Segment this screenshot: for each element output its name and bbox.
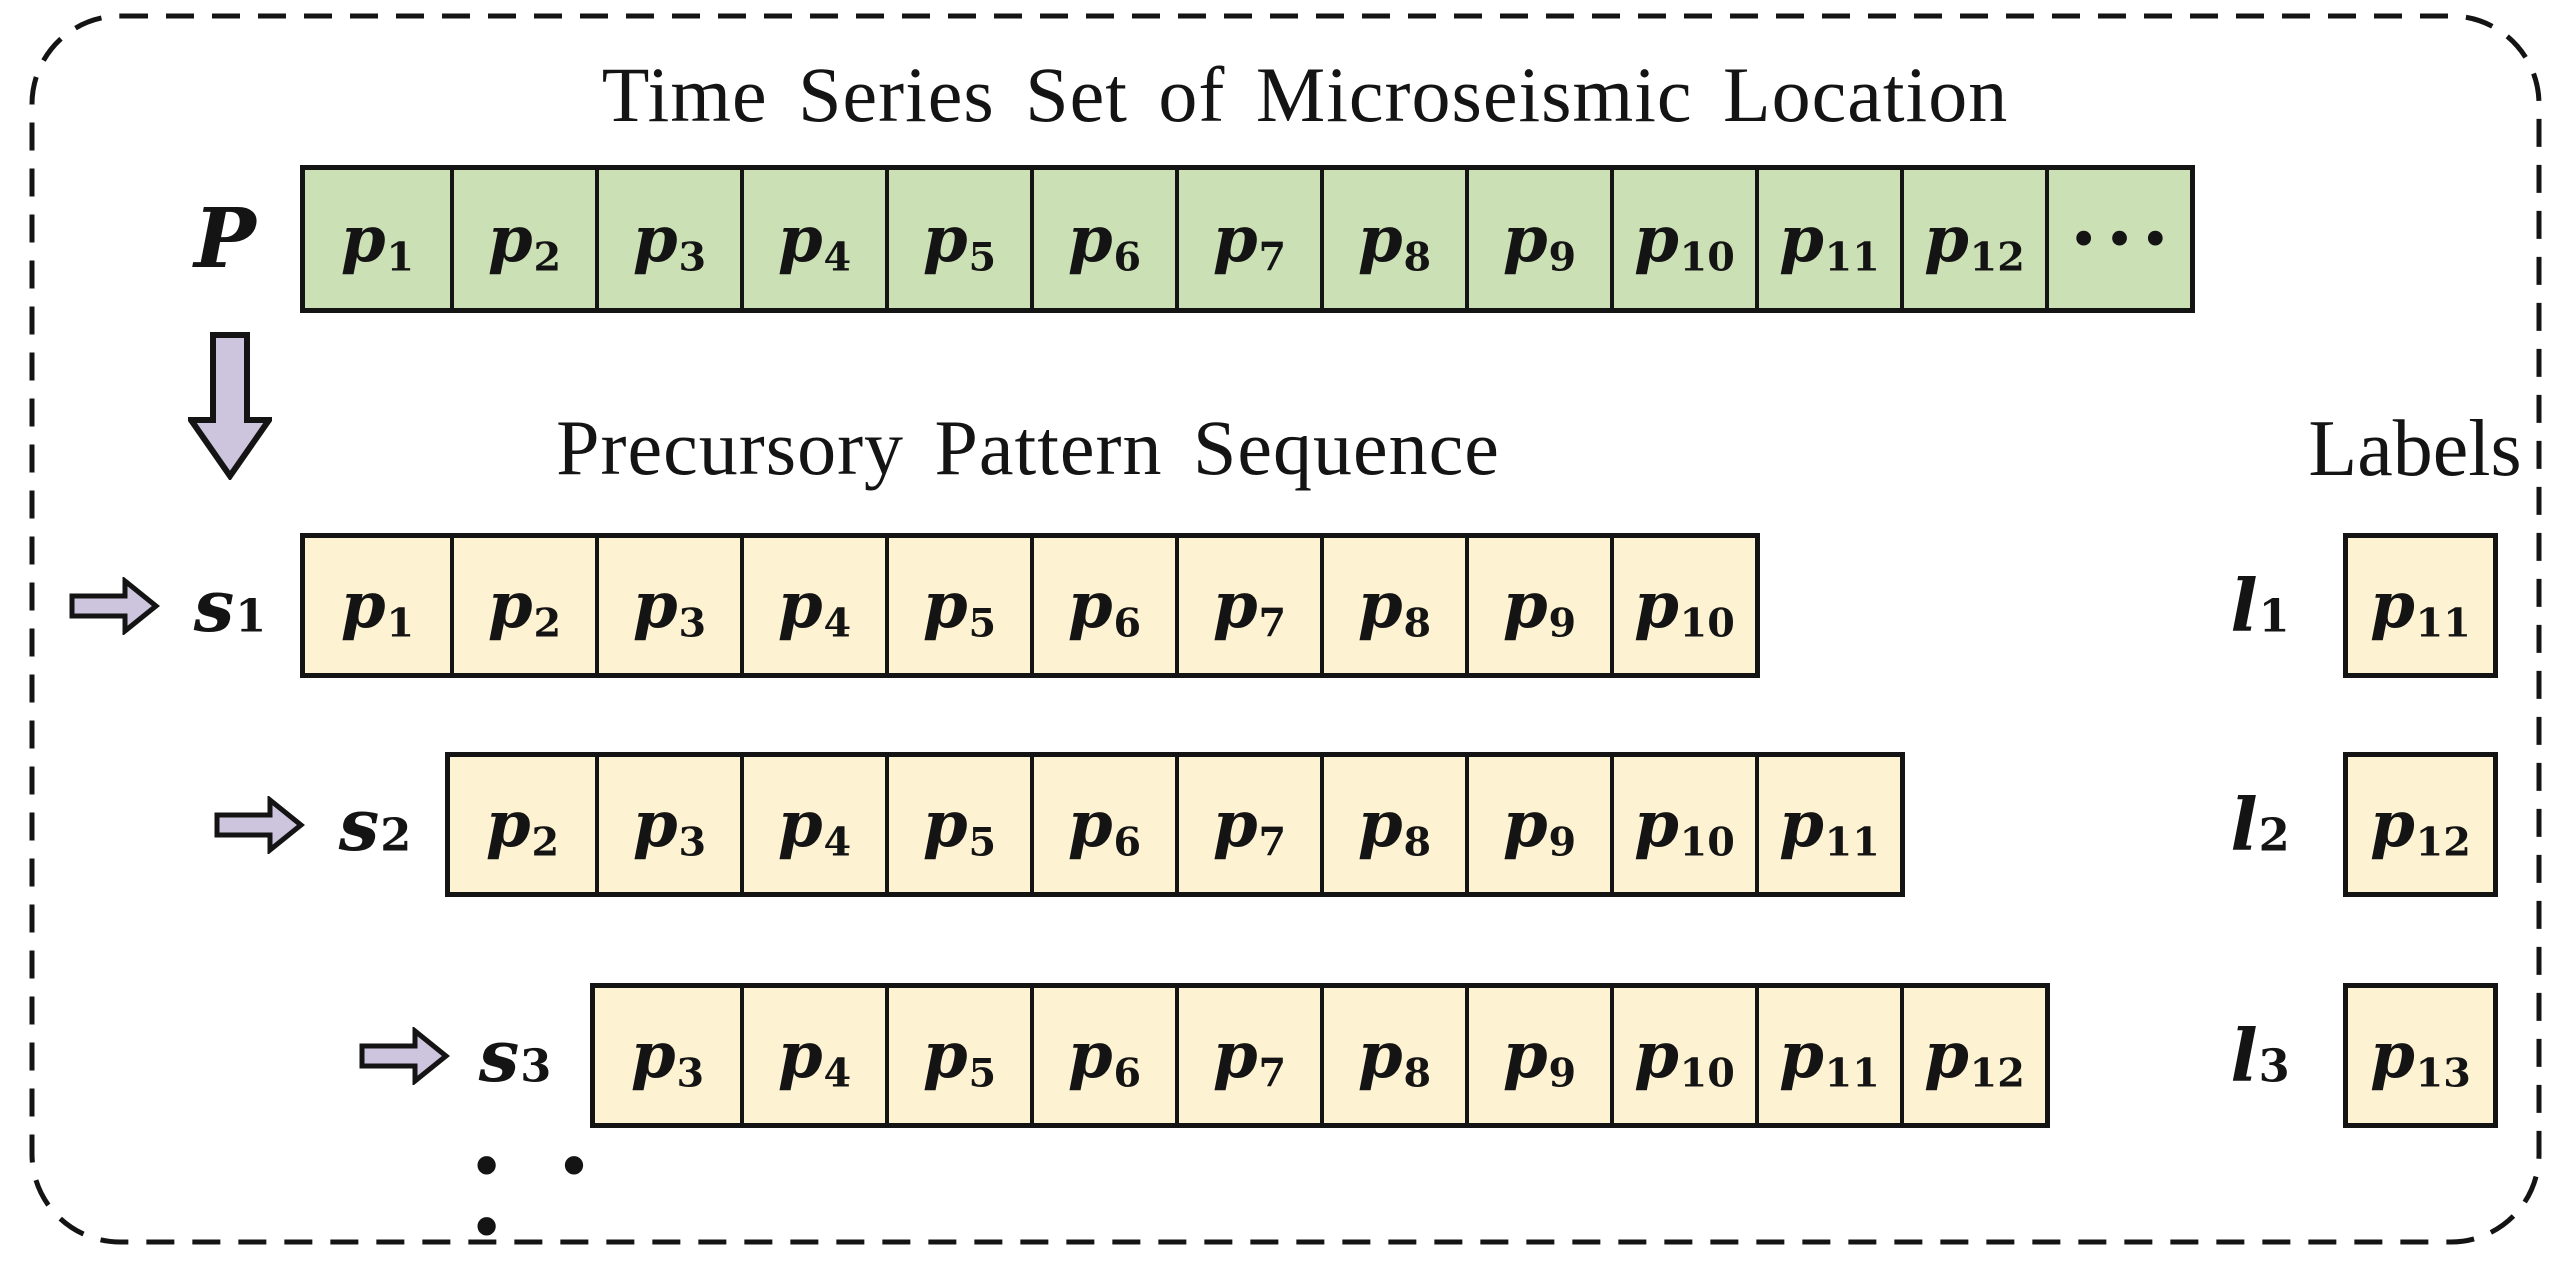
down-arrow-icon — [188, 332, 272, 480]
target-box-l2: p12 — [2343, 752, 2498, 897]
right-arrow-icon — [69, 577, 160, 635]
sequence-cell: p4 — [740, 988, 885, 1123]
sequence-cell: p9 — [1465, 170, 1610, 308]
sequence-cell: p8 — [1320, 988, 1465, 1123]
sequence-cell: p5 — [885, 170, 1030, 308]
sequence-cell: p10 — [1610, 538, 1755, 673]
sequence-cell: p11 — [1755, 988, 1900, 1123]
target-value-l1: p11 — [2370, 568, 2471, 647]
sequence-cell: p2 — [450, 538, 595, 673]
right-arrow-icon — [359, 1027, 450, 1085]
sequence-cell: p4 — [740, 538, 885, 673]
sequence-cell: p3 — [595, 538, 740, 673]
sequence-cell: p4 — [740, 757, 885, 892]
main-title: Time Series Set of Microseismic Location — [601, 51, 2009, 138]
target-box-l1: p11 — [2343, 533, 2498, 678]
ellipsis-cell: ••• — [2045, 170, 2190, 308]
sequence-cell: p6 — [1030, 170, 1175, 308]
sequence-cell: p8 — [1320, 757, 1465, 892]
sequence-cell: p1 — [340, 201, 415, 281]
sequence-cell: p7 — [1175, 988, 1320, 1123]
sequence-cell: p4 — [740, 170, 885, 308]
sequence-cell: p12 — [1900, 988, 2045, 1123]
sequence-cell: p11 — [1755, 170, 1900, 308]
target-value-l3: p13 — [2370, 1018, 2471, 1097]
series-label-p: P — [194, 191, 256, 287]
sequence-cell: p7 — [1175, 757, 1320, 892]
sequence-cell: p9 — [1465, 757, 1610, 892]
sequence-cell: p8 — [1320, 170, 1465, 308]
target-box-l3: p13 — [2343, 983, 2498, 1128]
sequence-cell: p9 — [1465, 988, 1610, 1123]
sequence-cell: p9 — [1465, 538, 1610, 673]
continuation-ellipsis: • • • — [470, 1137, 609, 1259]
target-value-l2: p12 — [2370, 787, 2471, 866]
sequence-cell: p5 — [885, 988, 1030, 1123]
sequence-cell: p7 — [1175, 170, 1320, 308]
sequence-cell: p3 — [595, 757, 740, 892]
sequence-cell: p10 — [1610, 170, 1755, 308]
sequence-cell: p3 — [630, 1018, 705, 1097]
sequence-cell: p5 — [885, 757, 1030, 892]
sequence-cell: p2 — [450, 170, 595, 308]
right-arrow-icon — [214, 796, 305, 854]
sequence-cell: p7 — [1175, 538, 1320, 673]
sequence-cell: p6 — [1030, 988, 1175, 1123]
sequence-title: Precursory Pattern Sequence — [556, 404, 1500, 491]
sequence-cell: p8 — [1320, 538, 1465, 673]
sequence-cell: p6 — [1030, 757, 1175, 892]
sequence-cell: p2 — [485, 787, 560, 866]
sequence-cell: p1 — [340, 568, 415, 647]
sequence-cell: p10 — [1610, 988, 1755, 1123]
sequence-cell: p11 — [1755, 757, 1900, 892]
sequence-cell: p6 — [1030, 538, 1175, 673]
sequence-cell: p3 — [595, 170, 740, 308]
labels-title: Labels — [2308, 405, 2522, 493]
sequence-cell: p10 — [1610, 757, 1755, 892]
sequence-cell: p5 — [885, 538, 1030, 673]
sequence-cell: p12 — [1900, 170, 2045, 308]
